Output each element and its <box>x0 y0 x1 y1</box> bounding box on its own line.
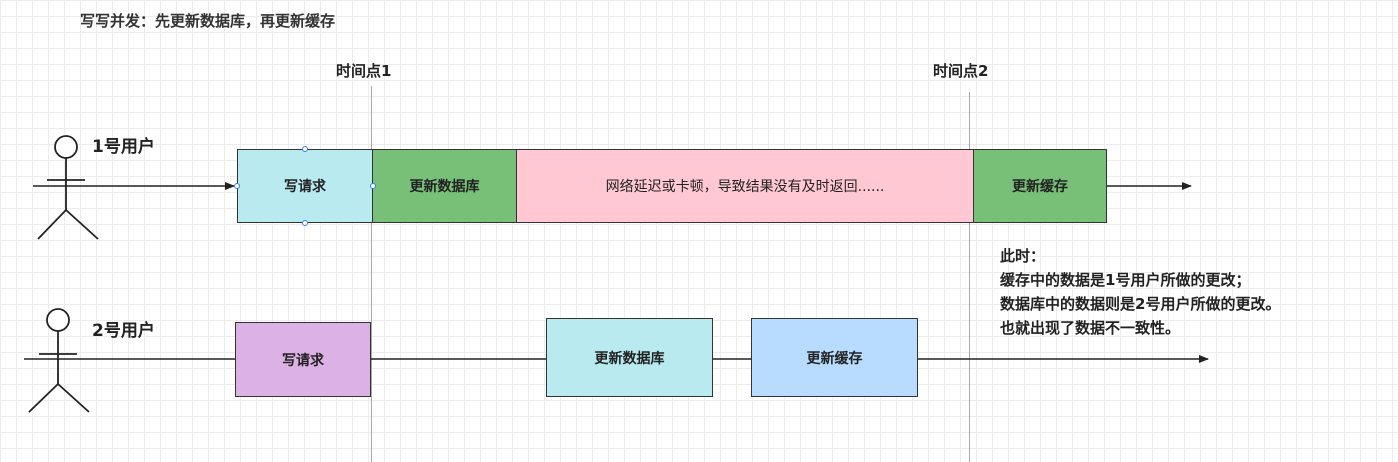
note-line: 此时： <box>1000 247 1046 265</box>
inconsistency-note: 此时： 缓存中的数据是1号用户所做的更改； 数据库中的数据则是2号用户所做的更改… <box>1000 244 1280 340</box>
user2-update-database: 更新数据库 <box>546 318 713 397</box>
selection-handle[interactable] <box>302 220 308 226</box>
note-line: 数据库中的数据则是2号用户所做的更改。 <box>1000 295 1281 313</box>
time-point-1-label: 时间点1 <box>336 62 392 80</box>
selection-handle[interactable] <box>234 183 240 189</box>
time-point-1-line <box>371 86 372 462</box>
stick-figure-icon <box>28 308 90 413</box>
note-line: 也就出现了数据不一致性。 <box>1000 319 1181 337</box>
user2-write-request: 写请求 <box>235 322 371 397</box>
user1-update-cache: 更新缓存 <box>973 149 1107 223</box>
selection-handle[interactable] <box>302 146 308 152</box>
time-point-2-line <box>969 92 970 462</box>
stick-figure-icon <box>37 135 99 240</box>
user1-label: 1号用户 <box>92 137 155 157</box>
user2-update-cache: 更新缓存 <box>751 318 918 397</box>
selection-handle[interactable] <box>370 183 376 189</box>
user1-write-request: 写请求 <box>237 149 373 223</box>
user1-update-database: 更新数据库 <box>372 149 517 223</box>
user2-label: 2号用户 <box>92 321 155 341</box>
time-point-2-label: 时间点2 <box>933 62 989 80</box>
user1-network-delay: 网络延迟或卡顿，导致结果没有及时返回...... <box>516 149 974 223</box>
diagram-title: 写写并发：先更新数据库，再更新缓存 <box>80 12 336 30</box>
note-line: 缓存中的数据是1号用户所做的更改； <box>1000 271 1251 289</box>
